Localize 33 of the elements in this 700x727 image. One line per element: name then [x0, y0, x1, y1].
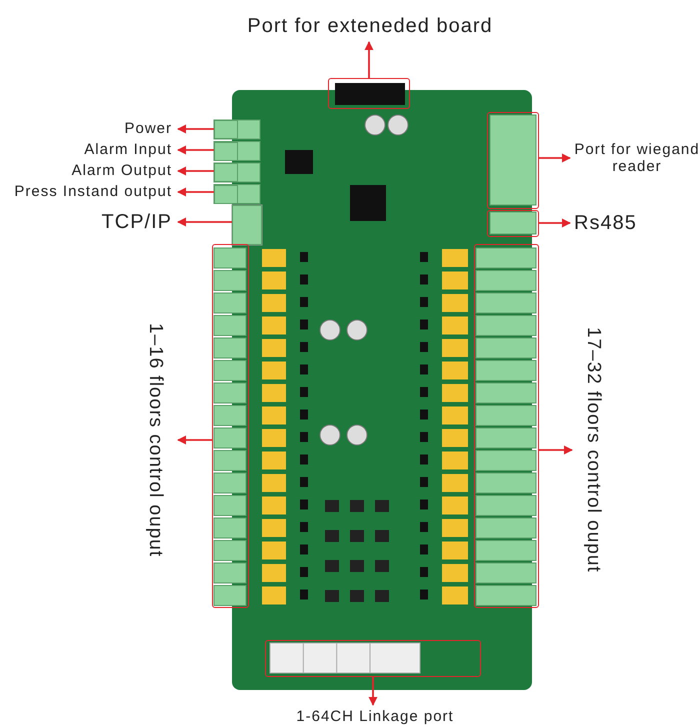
callout-label: 1–16 floors control ouput — [138, 290, 172, 590]
port-highlight-box — [487, 210, 539, 237]
arrow — [177, 146, 214, 154]
terminal-block — [232, 205, 262, 245]
callout-label: Alarm Input — [60, 140, 172, 160]
callout-label: Press Instand output — [0, 182, 172, 202]
port-highlight-box — [265, 640, 481, 677]
terminal-block — [214, 163, 238, 182]
arrow — [177, 218, 232, 226]
arrow — [539, 154, 571, 162]
callout-label: Port for wiegand reader — [574, 137, 700, 179]
arrow — [364, 41, 374, 78]
arrow — [177, 124, 214, 134]
callout-label: Port for exteneded board — [235, 12, 505, 40]
callout-label: 17–32 floors control ouput — [576, 290, 610, 610]
port-highlight-box — [328, 78, 410, 109]
port-highlight-box — [487, 112, 539, 209]
callout-label: Rs485 — [574, 210, 654, 236]
arrow — [368, 677, 378, 706]
callout-label: 1-64CH Linkage port — [280, 707, 470, 727]
arrow — [177, 166, 214, 176]
terminal-block — [214, 120, 238, 139]
callout-label: Power — [100, 119, 172, 139]
port-highlight-box — [212, 244, 249, 608]
callout-label: Alarm Output — [50, 161, 172, 181]
arrow — [177, 436, 212, 444]
arrow — [539, 218, 571, 228]
arrow — [539, 446, 573, 454]
callout-label: TCP/IP — [90, 209, 172, 235]
arrow — [177, 188, 214, 196]
port-highlight-box — [474, 244, 539, 608]
terminal-block — [214, 184, 238, 204]
terminal-block — [214, 142, 238, 160]
